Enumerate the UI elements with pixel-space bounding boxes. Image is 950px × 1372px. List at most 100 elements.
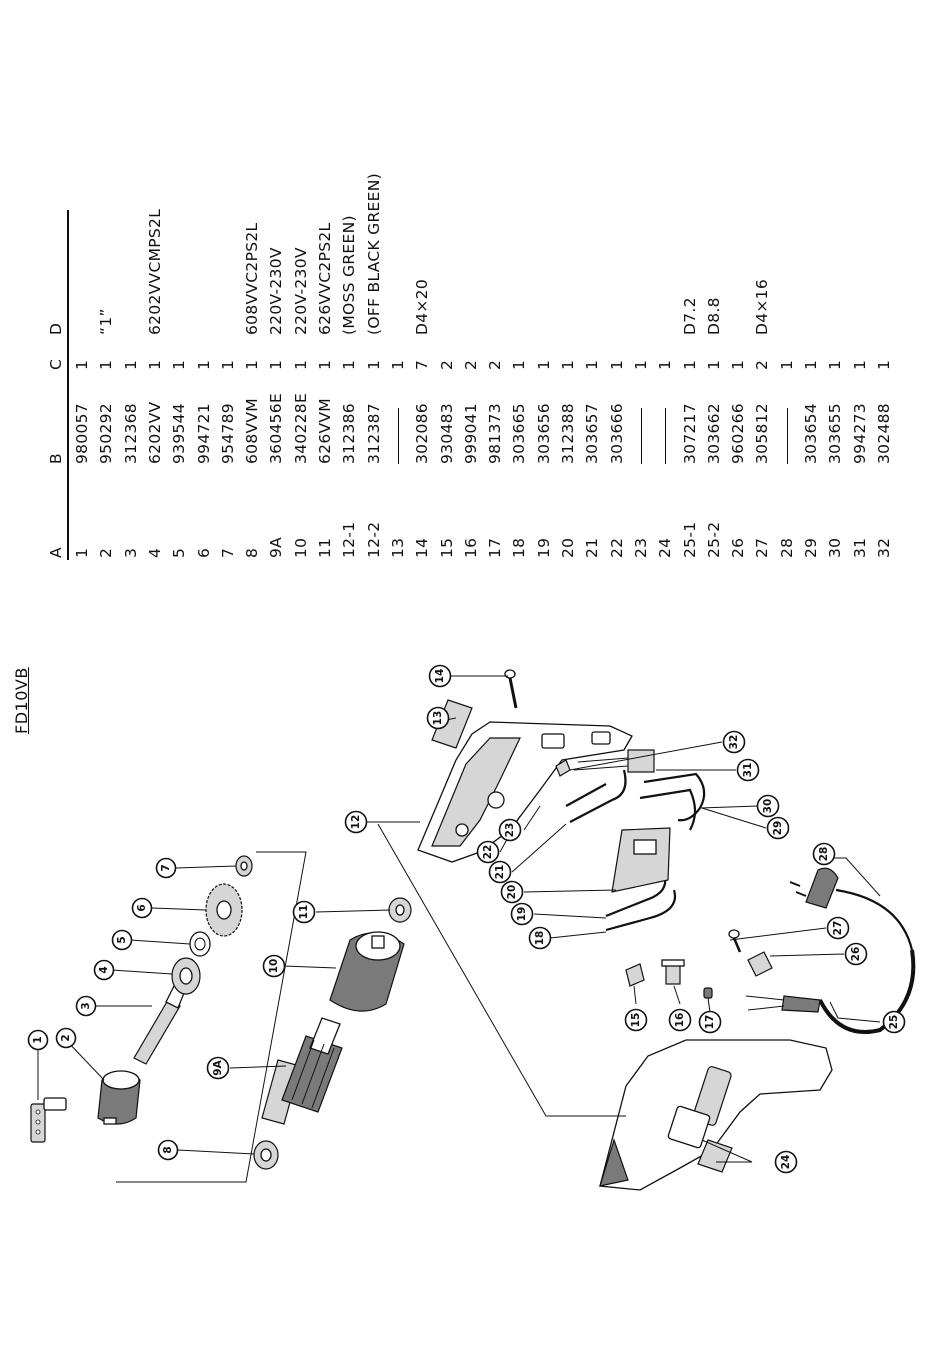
callout-29: 29 xyxy=(766,816,790,840)
callout-21: 21 xyxy=(488,860,512,884)
callout-circle xyxy=(812,842,836,866)
leader-lines xyxy=(37,675,881,1163)
retaining-ring-part xyxy=(189,931,211,957)
callout-circle xyxy=(826,916,850,940)
callout-14: 14 xyxy=(428,664,452,688)
callout-circle xyxy=(668,1008,692,1032)
outer-housing-part xyxy=(599,1039,833,1191)
callout-circle xyxy=(131,897,153,919)
callout-26: 26 xyxy=(844,942,868,966)
callout-label: 18 xyxy=(534,931,546,946)
armature-part xyxy=(261,1017,343,1125)
callout-label: 13 xyxy=(432,711,444,726)
callout-label: 28 xyxy=(818,847,830,862)
callout-circle xyxy=(722,730,746,754)
callout-label: 5 xyxy=(116,936,128,943)
callout-label: 24 xyxy=(780,1155,792,1170)
callout-label: 22 xyxy=(482,845,494,860)
callout-circle xyxy=(756,794,780,818)
callout-24: 24 xyxy=(774,1150,798,1174)
callout-2: 2 xyxy=(55,1027,77,1049)
callout-label: 6 xyxy=(136,904,148,911)
callout-31: 31 xyxy=(736,758,760,782)
cord-plug-part xyxy=(745,867,916,1034)
chuck-part xyxy=(97,1070,141,1125)
callout-circle xyxy=(528,926,552,950)
callout-25: 25 xyxy=(882,1010,906,1034)
callout-circle xyxy=(736,758,760,782)
callout-circle xyxy=(844,942,868,966)
callout-label: 16 xyxy=(674,1013,686,1028)
callout-label: 29 xyxy=(772,821,784,836)
callout-circle xyxy=(476,840,500,864)
callout-17: 17 xyxy=(698,1010,722,1034)
ball-bearing-4-part xyxy=(171,957,201,995)
callout-label: 23 xyxy=(504,823,516,838)
callout-circle xyxy=(624,1008,648,1032)
callout-label: 3 xyxy=(80,1002,92,1009)
callout-7: 7 xyxy=(155,857,177,879)
callout-label: 4 xyxy=(98,966,110,973)
cord-clip-part xyxy=(728,929,773,977)
callout-circle xyxy=(262,954,286,978)
callout-circle xyxy=(488,860,512,884)
callout-circle xyxy=(498,818,522,842)
callout-circle xyxy=(882,1010,906,1034)
carbon-brush-part xyxy=(703,987,713,999)
callout-circle xyxy=(428,664,452,688)
needle-bearing-part xyxy=(235,855,253,877)
bracket-lines xyxy=(116,851,307,1183)
spindle-part xyxy=(133,981,187,1065)
callout-label: 25 xyxy=(888,1015,900,1030)
callout-label: 7 xyxy=(160,864,172,871)
callout-label: 9A xyxy=(212,1059,224,1075)
callout-circle xyxy=(500,880,524,904)
switch-wires-part xyxy=(565,769,706,831)
callout-label: 11 xyxy=(298,905,310,920)
callout-circle xyxy=(55,1027,77,1049)
callout-circle xyxy=(27,1029,49,1051)
callout-32: 32 xyxy=(722,730,746,754)
callout-circle xyxy=(157,1139,179,1161)
callout-label: 31 xyxy=(742,763,754,778)
callout-9a: 9A xyxy=(206,1056,230,1080)
callout-1: 1 xyxy=(27,1029,49,1051)
callout-11: 11 xyxy=(292,900,316,924)
callout-label: 20 xyxy=(506,885,518,900)
ball-bearing-8-part xyxy=(253,1140,279,1170)
callout-28: 28 xyxy=(812,842,836,866)
callout-18: 18 xyxy=(528,926,552,950)
callout-label: 10 xyxy=(268,959,280,974)
stator-part xyxy=(329,931,405,1012)
callout-circle xyxy=(510,902,534,926)
callout-label: 21 xyxy=(494,865,506,880)
callout-circle xyxy=(766,816,790,840)
callout-6: 6 xyxy=(131,897,153,919)
callout-label: 32 xyxy=(728,735,740,750)
callout-label: 27 xyxy=(832,921,844,936)
callout-label: 1 xyxy=(32,1036,44,1043)
callout-label: 14 xyxy=(434,669,446,684)
callout-circle xyxy=(75,995,97,1017)
callout-label: 26 xyxy=(850,947,862,962)
callout-label: 8 xyxy=(162,1146,174,1153)
callout-circle xyxy=(93,959,115,981)
ball-bearing-11-part xyxy=(388,897,412,923)
callout-3: 3 xyxy=(75,995,97,1017)
callout-circle xyxy=(155,857,177,879)
callout-30: 30 xyxy=(756,794,780,818)
callout-10: 10 xyxy=(262,954,286,978)
callout-circle xyxy=(292,900,316,924)
callout-circle xyxy=(774,1150,798,1174)
callout-22: 22 xyxy=(476,840,500,864)
callout-circle xyxy=(111,929,133,951)
callout-20: 20 xyxy=(500,880,524,904)
callout-label: 30 xyxy=(762,799,774,814)
chuck-key-part xyxy=(30,1097,67,1143)
callout-circle xyxy=(206,1056,230,1080)
callout-label: 17 xyxy=(704,1015,716,1030)
brush-cap-part xyxy=(625,963,645,987)
brush-holder-part xyxy=(661,959,685,985)
